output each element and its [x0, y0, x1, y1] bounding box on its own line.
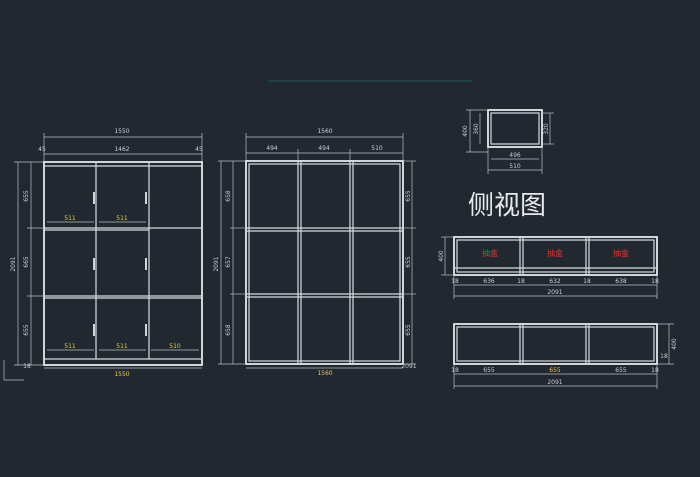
middle-frame-view: 1560 494 494 510 2091 658 657 658	[213, 128, 417, 377]
small-inner-width-label: 496	[509, 152, 521, 159]
row-height-label: 665	[23, 256, 30, 268]
row-height-label: 655	[405, 324, 412, 336]
bottom-dim: 18	[451, 367, 459, 374]
drawer-dim: 18	[651, 278, 659, 285]
row-height-label: 655	[23, 190, 30, 202]
row-height-label: 655	[405, 190, 412, 202]
row-height-label: 657	[225, 256, 232, 268]
cell-width-label: 511	[116, 343, 128, 350]
bottom-small-label: 18	[23, 363, 31, 370]
drawer-label: 抽盒	[482, 248, 498, 258]
left-bottom-width-label: 1550	[114, 371, 129, 378]
bottom-dim: 655	[549, 367, 561, 374]
drawer-label: 抽盒	[547, 248, 563, 258]
bottom-dim: 655	[483, 367, 495, 374]
small-outer-height-label: 400	[462, 125, 469, 137]
cell-width-label: 510	[169, 343, 181, 350]
drawer-height-label: 400	[438, 250, 445, 262]
middle-frame-outer	[245, 160, 404, 365]
bottom-strip-view: 400 18 18 655 655 655 18 2091	[451, 323, 678, 389]
drawer-strip-outer	[453, 236, 658, 276]
col-width-label: 494	[266, 145, 278, 152]
drawer-dim: 632	[549, 278, 561, 285]
cell-width-label: 511	[116, 215, 128, 222]
middle-total-width-label: 1560	[317, 128, 332, 135]
cell-width-label: 511	[64, 215, 76, 222]
side-view-title: 侧视图	[468, 191, 546, 221]
left-cabinet-outer	[43, 161, 203, 366]
left-edge-small-label: 45	[38, 146, 46, 153]
bottom-total-width-label: 2091	[547, 379, 562, 386]
small-right-height-label: 320	[543, 123, 550, 135]
drawer-total-width-label: 2091	[547, 289, 562, 296]
bottom-height-label: 400	[671, 338, 678, 350]
small-inner-height-label: 360	[473, 123, 480, 135]
left-cabinet-view: 1550 1462 45 45 511 511 511 5	[3, 128, 203, 381]
bottom-right-small-label: 18	[660, 353, 668, 360]
drawer-dim: 18	[517, 278, 525, 285]
top-small-view: 400 360 320 496 510	[462, 109, 554, 174]
bottom-dim: 655	[615, 367, 627, 374]
drawer-dim: 636	[483, 278, 495, 285]
bottom-strip-outer	[453, 323, 658, 365]
middle-bottom-width-label: 1560	[317, 370, 332, 377]
cell-width-label: 511	[64, 343, 76, 350]
small-box-outer	[487, 109, 543, 148]
drawer-strip-view: 抽盒 抽盒 抽盒 400 18 636 18 632 18 638 18 209…	[438, 236, 659, 299]
drawer-dim: 18	[451, 278, 459, 285]
row-height-label: 655	[23, 324, 30, 336]
row-height-label: 655	[405, 256, 412, 268]
drawer-dim: 18	[583, 278, 591, 285]
row-height-label: 658	[225, 324, 232, 336]
col-width-label: 510	[371, 145, 383, 152]
middle-bottom-right-label: 2091	[401, 363, 416, 370]
col-width-label: 494	[318, 145, 330, 152]
row-height-label: 658	[225, 190, 232, 202]
drawer-label: 抽盒	[613, 248, 629, 258]
left-total-width-label: 1550	[114, 128, 129, 135]
drawer-dim: 638	[615, 278, 627, 285]
right-edge-small-label: 45	[195, 146, 203, 153]
small-outer-width-label: 510	[509, 163, 521, 170]
middle-total-height-label: 2091	[213, 256, 220, 271]
bottom-dim: 18	[651, 367, 659, 374]
left-total-height-label: 2091	[10, 256, 17, 271]
left-inner-width-label: 1462	[114, 146, 129, 153]
